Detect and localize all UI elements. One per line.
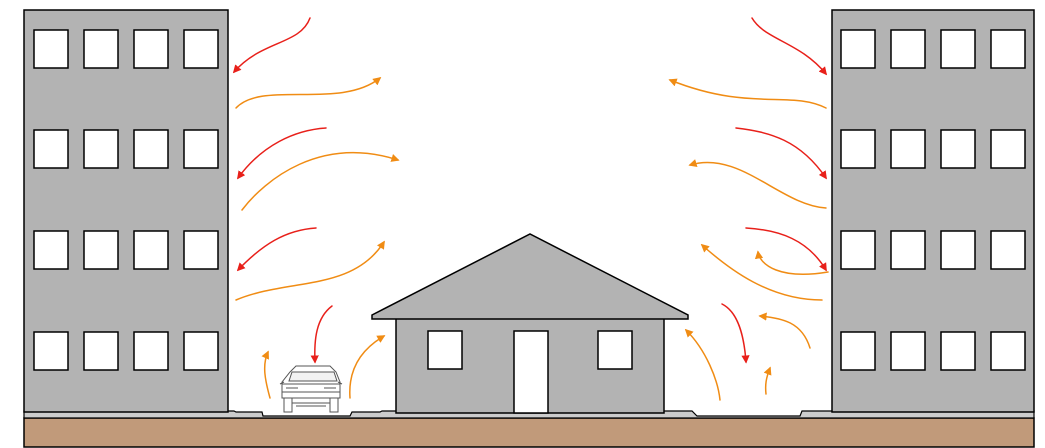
left-building-window xyxy=(134,130,168,168)
left-building-window xyxy=(34,231,68,269)
heat-arrow xyxy=(234,18,310,72)
right-building-window xyxy=(941,30,975,68)
ground xyxy=(24,418,1034,447)
left-building-window xyxy=(184,30,218,68)
right-building-window xyxy=(891,30,925,68)
right-building-window xyxy=(891,130,925,168)
heat-arrow xyxy=(746,228,826,270)
right-building-window xyxy=(941,130,975,168)
reflected-heat-arrow xyxy=(702,245,822,300)
right-building-window xyxy=(841,332,875,370)
reflected-heat-arrow xyxy=(242,153,398,210)
heat-arrow xyxy=(315,306,332,362)
left-building-window xyxy=(34,332,68,370)
left-building-window xyxy=(134,332,168,370)
left-building-window xyxy=(184,231,218,269)
house-window-left xyxy=(428,331,462,369)
right-building-window xyxy=(991,231,1025,269)
right-building-window xyxy=(891,231,925,269)
left-building xyxy=(24,10,228,412)
house-window-right xyxy=(598,331,632,369)
right-building-window xyxy=(991,30,1025,68)
heat-arrow xyxy=(736,128,826,178)
right-building-window xyxy=(841,30,875,68)
reflected-heat-arrow xyxy=(686,330,720,400)
reflected-heat-arrow xyxy=(350,336,384,398)
left-building-window xyxy=(134,231,168,269)
reflected-heat-arrow xyxy=(236,78,380,108)
heat-arrow xyxy=(752,18,826,74)
house-door xyxy=(514,331,548,413)
left-building-window xyxy=(184,130,218,168)
reflected-heat-arrow xyxy=(758,252,828,274)
right-building-window xyxy=(841,231,875,269)
right-building-window xyxy=(991,130,1025,168)
reflected-heat-arrow xyxy=(690,162,826,208)
right-building-window xyxy=(841,130,875,168)
left-building-window xyxy=(84,30,118,68)
right-building-window xyxy=(941,332,975,370)
reflected-heat-arrow xyxy=(670,80,826,108)
heat-arrow xyxy=(238,228,316,270)
left-building-window xyxy=(184,332,218,370)
house-roof xyxy=(372,234,688,319)
left-building-window xyxy=(34,130,68,168)
left-building-window xyxy=(84,130,118,168)
right-building-window xyxy=(891,332,925,370)
left-building-window xyxy=(34,30,68,68)
right-building-window xyxy=(991,332,1025,370)
left-building-window xyxy=(84,332,118,370)
reflected-heat-arrow xyxy=(265,352,270,398)
left-building-window xyxy=(84,231,118,269)
heat-arrow xyxy=(238,128,326,178)
right-building-window xyxy=(941,231,975,269)
heat-arrow xyxy=(722,304,746,362)
left-building-window xyxy=(134,30,168,68)
house xyxy=(372,234,688,413)
reflected-heat-arrow xyxy=(766,368,770,394)
car-icon xyxy=(280,366,342,412)
right-building xyxy=(832,10,1034,412)
reflected-heat-arrow xyxy=(760,316,810,348)
